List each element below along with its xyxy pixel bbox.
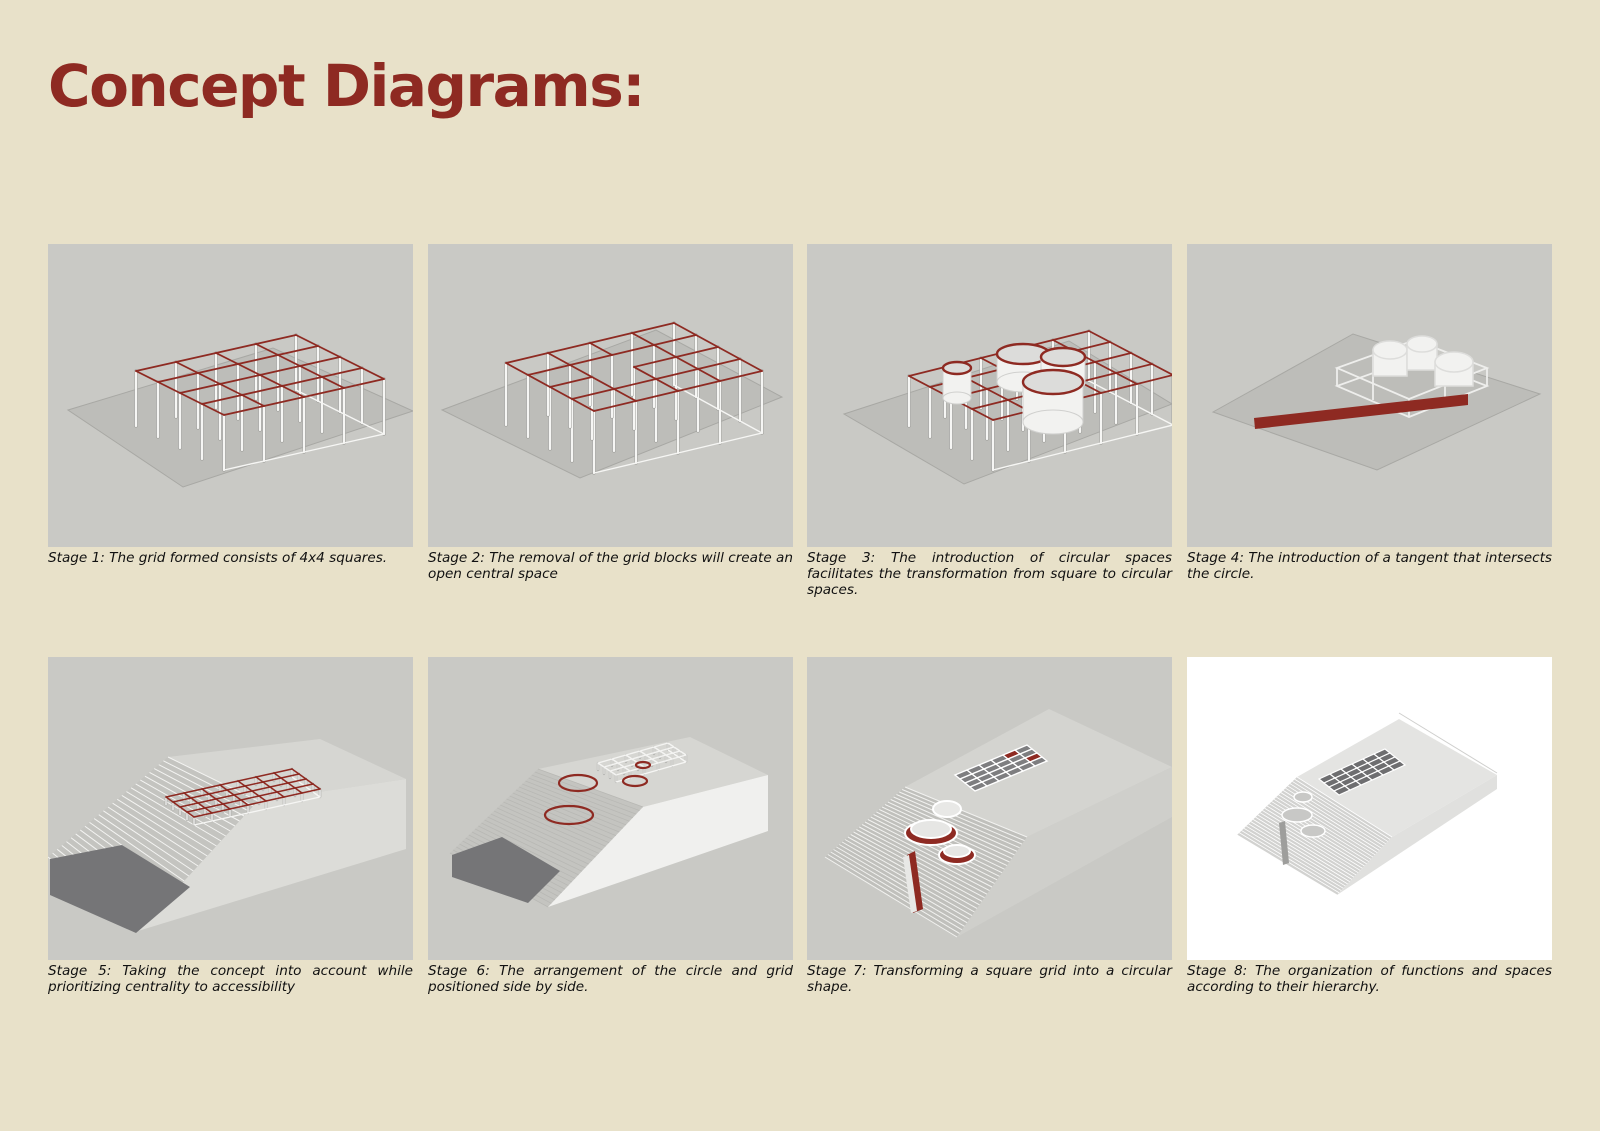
stage-7-panel: Stage 7: Transforming a square grid into… xyxy=(807,657,1172,995)
stage-4-diagram xyxy=(1187,244,1552,547)
stage-7-caption: Stage 7: Transforming a square grid into… xyxy=(807,963,1172,995)
stage-2-caption: Stage 2: The removal of the grid blocks … xyxy=(428,550,793,582)
stage-5-caption: Stage 5: Taking the concept into account… xyxy=(48,963,413,995)
stage-2-diagram xyxy=(428,244,793,547)
stage-3-panel: Stage 3: The introduction of circular sp… xyxy=(807,244,1172,598)
stage-3-diagram xyxy=(807,244,1172,547)
stage-5-panel: Stage 5: Taking the concept into account… xyxy=(48,657,413,995)
stage-4-panel: Stage 4: The introduction of a tangent t… xyxy=(1187,244,1552,582)
stage-3-circular-spaces-illustration xyxy=(842,329,1172,485)
stage-2-open-grid-illustration xyxy=(440,321,784,479)
stage-8-diagram xyxy=(1187,657,1552,960)
stage-5-diagram xyxy=(48,657,413,960)
stage-5-terrain-illustration xyxy=(48,739,406,933)
page-title: Concept Diagrams: xyxy=(48,52,645,120)
stage-6-caption: Stage 6: The arrangement of the circle a… xyxy=(428,963,793,995)
stage-3-caption: Stage 3: The introduction of circular sp… xyxy=(807,550,1172,598)
stage-1-diagram xyxy=(48,244,413,547)
stage-8-hierarchy-illustration xyxy=(1236,712,1498,896)
stage-1-caption: Stage 1: The grid formed consists of 4x4… xyxy=(48,550,388,566)
stage-7-circular-transformation-illustration xyxy=(824,709,1172,938)
stage-6-diagram xyxy=(428,657,793,960)
stage-2-panel: Stage 2: The removal of the grid blocks … xyxy=(428,244,793,582)
stage-1-grid-illustration xyxy=(66,333,413,488)
stage-6-panel: Stage 6: The arrangement of the circle a… xyxy=(428,657,793,995)
stage-8-caption: Stage 8: The organization of functions a… xyxy=(1187,963,1552,995)
stage-1-panel: Stage 1: The grid formed consists of 4x4… xyxy=(48,244,413,566)
stage-8-panel: Stage 8: The organization of functions a… xyxy=(1187,657,1552,995)
stage-4-tangent-illustration xyxy=(1211,333,1542,471)
stage-4-caption: Stage 4: The introduction of a tangent t… xyxy=(1187,550,1552,582)
stage-6-circle-grid-illustration xyxy=(449,737,768,908)
stage-7-diagram xyxy=(807,657,1172,960)
